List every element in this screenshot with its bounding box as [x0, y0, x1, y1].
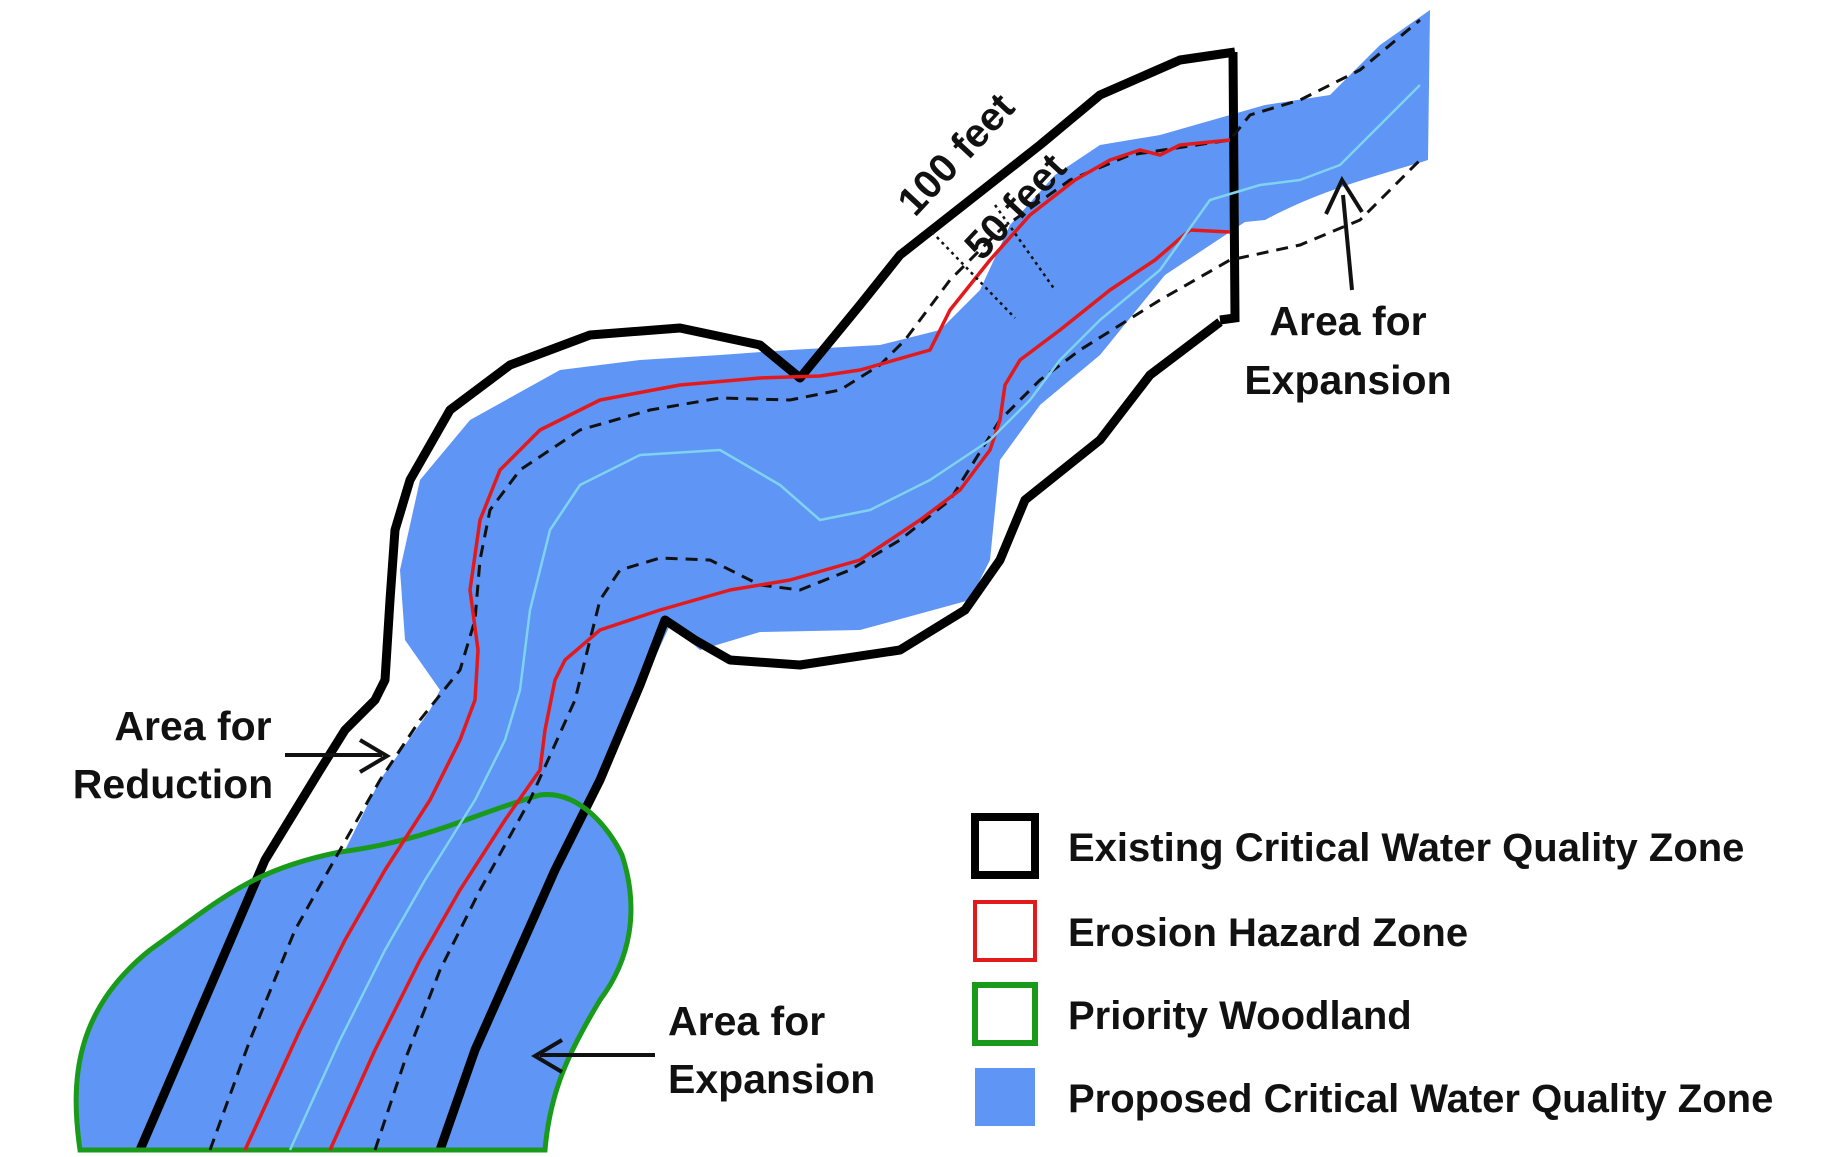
legend-swatch-2 — [972, 982, 1038, 1046]
buffer-50ft-right-dashed — [373, 158, 1422, 1151]
stream-centerline — [288, 84, 1421, 1151]
callout-text-expansion-upper-line1: Area for — [1269, 298, 1426, 344]
legend-label-0: Existing Critical Water Quality Zone — [1068, 826, 1744, 870]
callout-text-expansion-upper-line2: Expansion — [1244, 357, 1451, 403]
dimension-50ft-dotted — [993, 204, 1057, 291]
dimension-100ft-dotted — [931, 231, 1016, 319]
arrow-shaft-expansion-upper — [1341, 194, 1354, 291]
priority-woodland-outline — [73, 792, 634, 1153]
callout-expansion-upper: Area for Expansion — [1244, 175, 1452, 403]
existing-zone-right-bank — [435, 318, 1223, 1152]
callout-text-expansion-lower-line1: Area for — [668, 998, 825, 1044]
existing-zone-top-edge — [1219, 51, 1240, 325]
arrowhead-expansion-lower — [531, 1038, 564, 1074]
existing-zone-left-bank — [135, 47, 1236, 1152]
legend-swatch-1 — [973, 900, 1037, 962]
erosion-hazard-right-line — [328, 228, 1231, 1151]
callout-text-reduction-line1: Area for — [114, 703, 271, 749]
callout-reduction: Area for Reduction — [73, 703, 391, 807]
legend-label-3: Proposed Critical Water Quality Zone — [1068, 1077, 1773, 1121]
proposed-zone-corridor-blue — [200, 10, 1430, 1150]
arrowhead-reduction — [358, 738, 391, 774]
legend: Existing Critical Water Quality ZoneEros… — [971, 813, 1773, 1126]
arrowhead-expansion-upper — [1324, 175, 1364, 215]
legend-label-1: Erosion Hazard Zone — [1068, 911, 1468, 955]
callout-expansion-lower: Area for Expansion — [531, 998, 875, 1102]
erosion-hazard-left-line — [243, 138, 1231, 1151]
callout-text-expansion-lower-line2: Expansion — [668, 1056, 875, 1102]
legend-label-2: Priority Woodland — [1068, 994, 1412, 1038]
legend-swatch-0 — [971, 813, 1039, 879]
legend-swatch-3 — [975, 1068, 1035, 1126]
callout-text-reduction-line2: Reduction — [73, 761, 273, 807]
